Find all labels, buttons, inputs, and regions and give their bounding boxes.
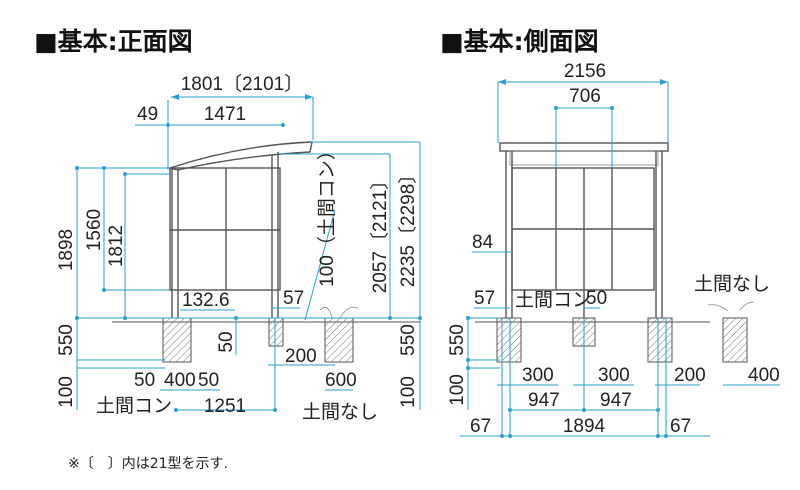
front-width-total: 1801〔2101〕 bbox=[181, 73, 304, 95]
front-view: 1801〔2101〕 49 1471 1898 1560 1812 132.6 … bbox=[56, 73, 422, 423]
footing-mid bbox=[268, 317, 284, 347]
footnote: ※〔 〕内は21型を示す. bbox=[68, 456, 228, 472]
side-dim-67-left: 67 bbox=[470, 416, 491, 437]
front-dim-600: 600 bbox=[325, 370, 357, 391]
footing-doma-nashi bbox=[324, 317, 354, 363]
front-dim-400: 400 bbox=[164, 370, 196, 391]
front-dim-132-6: 132.6 bbox=[182, 290, 230, 311]
side-depth-550: 550 bbox=[447, 324, 468, 356]
front-roof bbox=[167, 141, 313, 171]
front-depth-550-right: 550 bbox=[398, 324, 419, 356]
side-dim-84: 84 bbox=[472, 232, 494, 253]
front-dim-50-left: 50 bbox=[134, 370, 155, 391]
side-roof bbox=[499, 142, 669, 152]
front-dim-1251: 1251 bbox=[204, 396, 246, 417]
front-height-1812: 1812 bbox=[106, 225, 127, 267]
front-height-1560: 1560 bbox=[84, 209, 105, 251]
front-slab-note: 100（土間コン） bbox=[316, 141, 338, 287]
front-depth-550-left: 550 bbox=[56, 324, 77, 356]
side-dim-400: 400 bbox=[748, 365, 780, 386]
side-dim-67-right: 67 bbox=[670, 416, 691, 437]
side-dim-57: 57 bbox=[474, 288, 495, 309]
side-footing-doma-nashi bbox=[722, 317, 748, 363]
front-height-2057: 2057〔2121〕 bbox=[369, 171, 391, 294]
side-footing-right bbox=[647, 317, 673, 363]
front-dim-57: 57 bbox=[283, 288, 304, 309]
front-dim-50-right: 50 bbox=[198, 370, 219, 391]
front-height-1898: 1898 bbox=[56, 229, 77, 271]
side-dim-1894: 1894 bbox=[563, 416, 606, 437]
front-depth-100-right: 100 bbox=[398, 376, 419, 408]
side-width-706: 706 bbox=[569, 86, 601, 107]
side-dim-947-a: 947 bbox=[528, 390, 560, 411]
side-dim-50: 50 bbox=[586, 288, 607, 309]
side-label-doma-con: 土間コン bbox=[515, 289, 591, 311]
side-dim-300-b: 300 bbox=[598, 365, 630, 386]
front-depth-100-left: 100 bbox=[56, 376, 77, 408]
front-dim-200: 200 bbox=[285, 346, 317, 367]
side-dim-300-a: 300 bbox=[522, 365, 554, 386]
footing-left bbox=[162, 317, 192, 363]
side-label-doma-nashi: 土間なし bbox=[694, 273, 770, 295]
front-offset-49: 49 bbox=[137, 104, 158, 125]
front-view-title: ■基本:正面図 bbox=[34, 27, 193, 56]
side-view: 2156 706 84 57 土間コン 50 土間なし 550 100 300 … bbox=[447, 61, 780, 438]
front-label-doma-con: 土間コン bbox=[96, 395, 172, 417]
side-footing-left bbox=[496, 317, 522, 363]
front-panel-frame bbox=[169, 167, 281, 291]
front-height-2235: 2235〔2298〕 bbox=[397, 165, 419, 288]
front-dim-50-vertical: 50 bbox=[216, 331, 237, 352]
side-width-total: 2156 bbox=[564, 61, 606, 82]
front-width-1471: 1471 bbox=[204, 104, 246, 125]
side-dim-200: 200 bbox=[674, 365, 706, 386]
side-view-title: ■基本:側面図 bbox=[440, 27, 599, 56]
side-depth-100: 100 bbox=[447, 374, 468, 406]
front-label-doma-nashi: 土間なし bbox=[302, 401, 378, 423]
side-dim-947-b: 947 bbox=[600, 390, 632, 411]
